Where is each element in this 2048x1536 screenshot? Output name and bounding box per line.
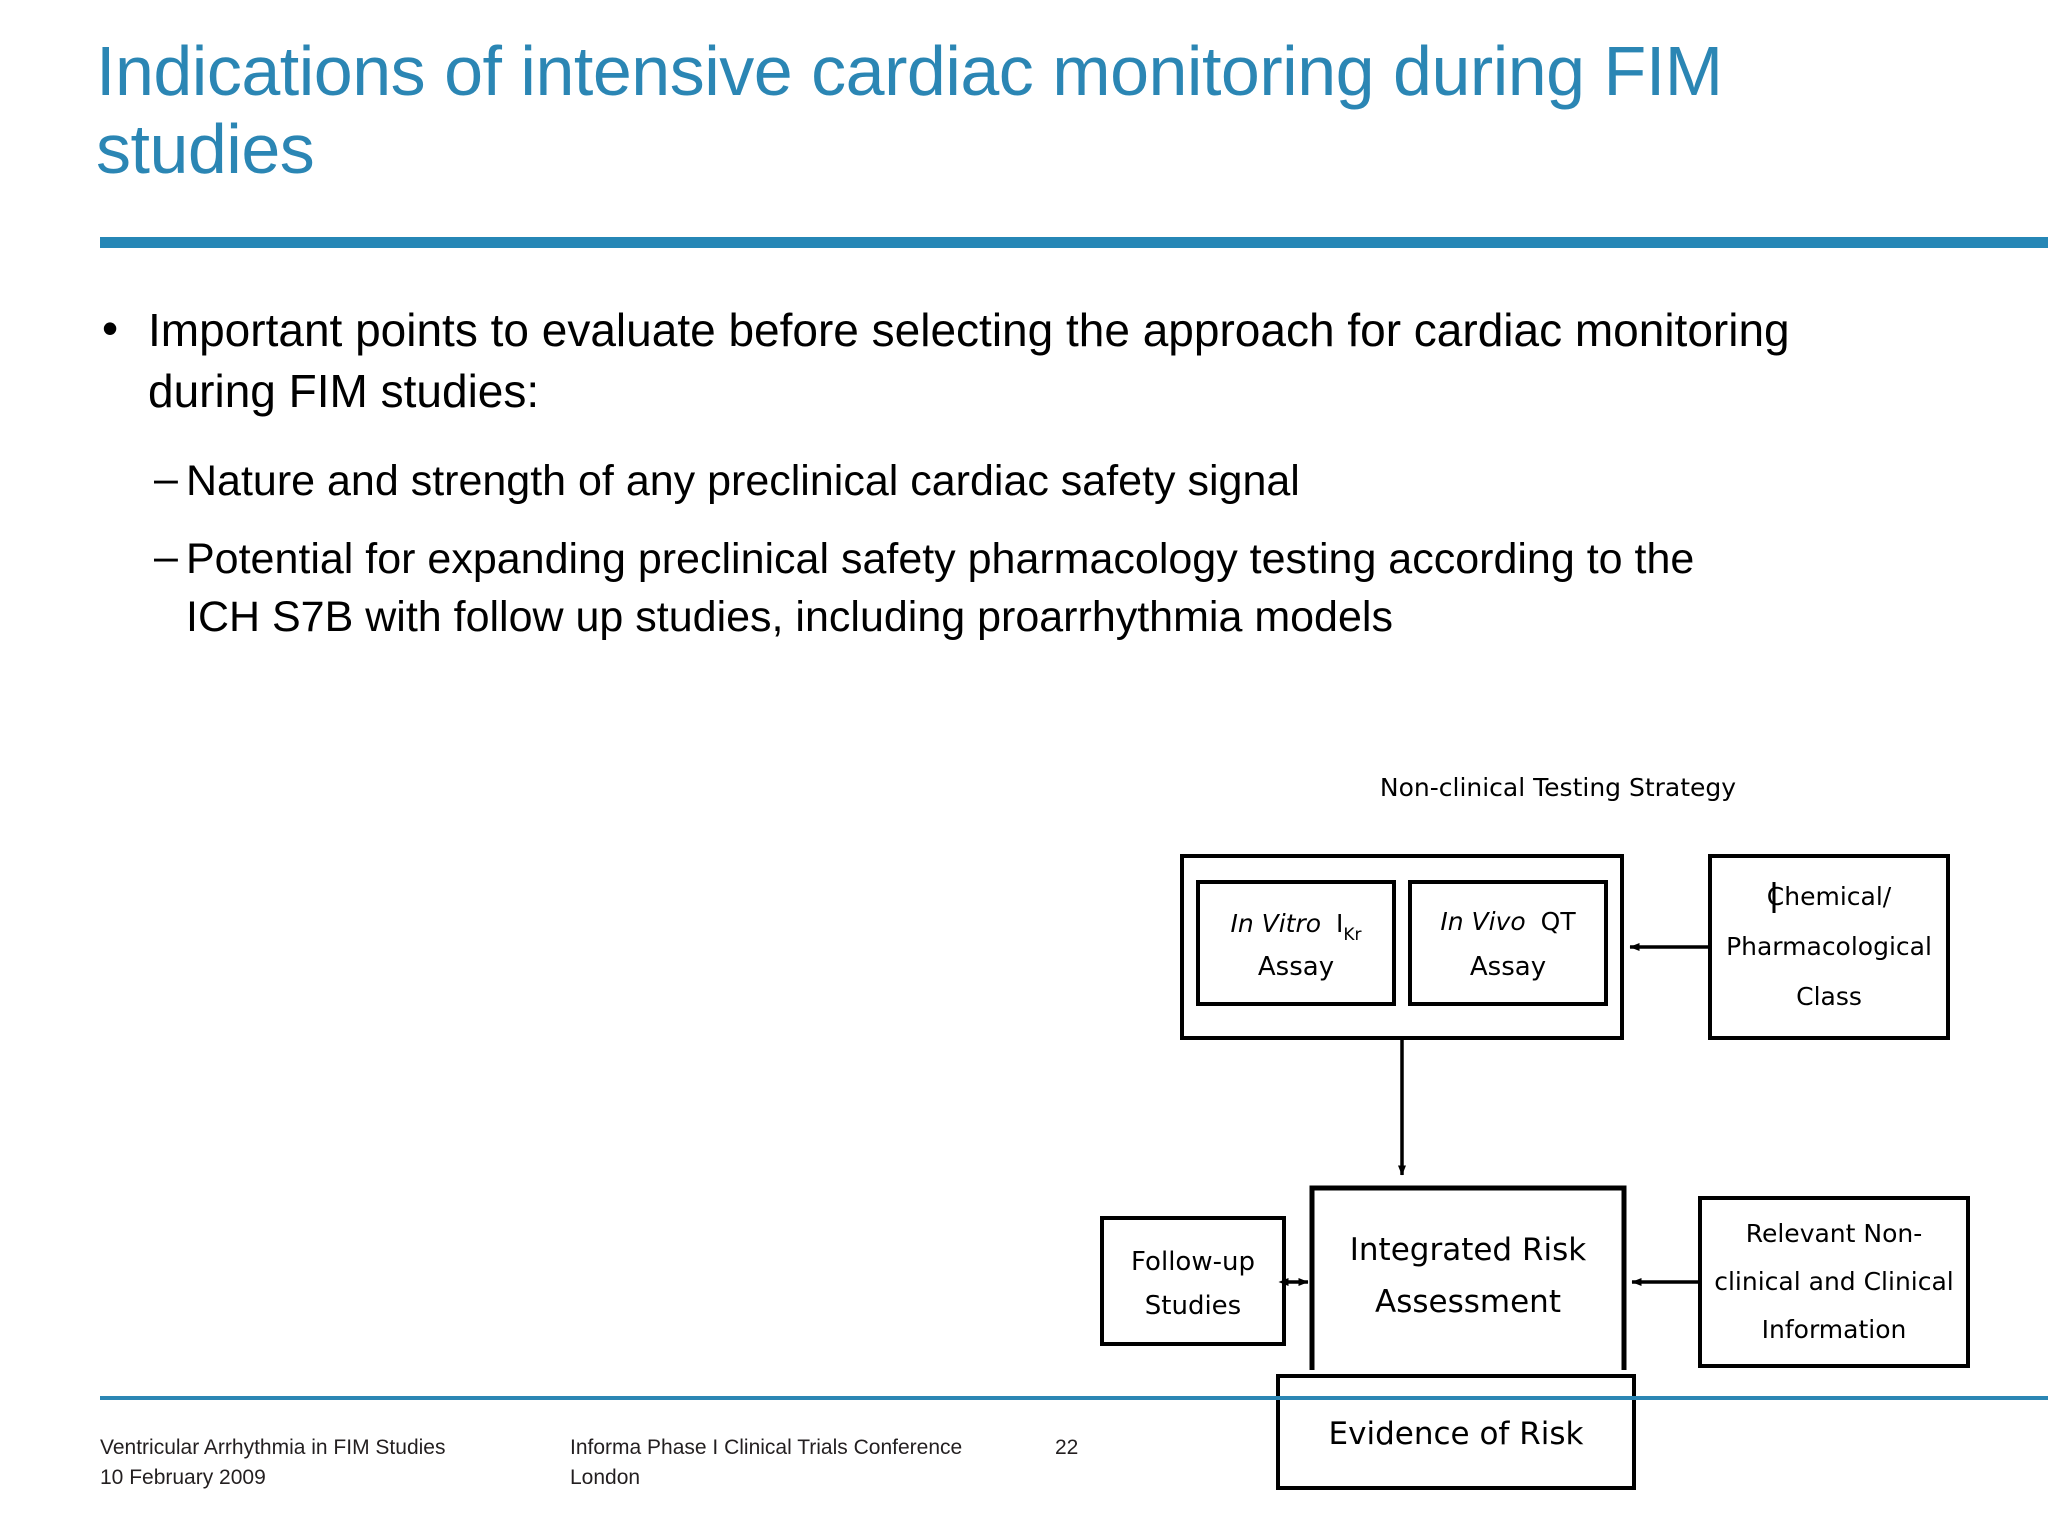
in-vitro-assay-line2: Assay [1258,952,1334,982]
in-vitro-italic-text: In Vitro [1230,909,1321,938]
followup-studies-line1: Follow-up [1131,1247,1255,1277]
evidence-of-risk-box [1276,1374,1636,1490]
title-block: Indications of intensive cardiac monitor… [96,32,1896,189]
in-vitro-current-symbol: I [1336,909,1343,938]
bullet-level2-text: Nature and strength of any preclinical c… [186,457,1300,506]
in-vitro-subscript-kr: Kr [1343,925,1361,945]
integrated-risk-line2: Assessment [1375,1284,1561,1320]
relevant-info-line2: clinical and Clinical [1714,1267,1954,1296]
dash-marker-icon: – [154,455,178,504]
slide-footer: Ventricular Arrhythmia in FIM Studies 10… [0,1425,2048,1536]
chemical-class-line1: Chemical/ [1767,882,1892,911]
in-vivo-qt-assay-box [1408,880,1608,1006]
body-content: • Important points to evaluate before se… [96,300,1926,666]
title-divider-rule [100,237,2048,248]
integrated-risk-line1: Integrated Risk [1350,1232,1586,1268]
chemical-class-line3: Class [1796,982,1862,1011]
integrated-risk-assessment-box [1309,1185,1627,1370]
bullet-level2-text: Potential for expanding preclinical safe… [186,535,1695,642]
diagram-caption-text: Non-clinical Testing Strategy [1380,773,1736,802]
diagram-caption: Non-clinical Testing Strategy [1380,773,1736,802]
relevant-info-line1: Relevant Non- [1746,1219,1923,1248]
followup-studies-box [1100,1216,1286,1346]
evidence-of-risk-label: Evidence of Risk [1329,1416,1584,1452]
relevant-information-box [1698,1196,1970,1368]
footer-page-number: 22 [1055,1436,1079,1459]
bullet-level2: – Potential for expanding preclinical sa… [154,530,1926,646]
bullet-level2: – Nature and strength of any preclinical… [154,452,1926,510]
chemical-pharmacological-class-box [1708,854,1950,1040]
footer-presentation-info: Ventricular Arrhythmia in FIM Studies 10… [100,1436,446,1489]
in-vitro-assay-line1: In Vitro IKr [1230,909,1361,945]
page-title: Indications of intensive cardiac monitor… [96,32,1723,189]
in-vitro-ikr-assay-box [1196,880,1396,1006]
footer-conference-info: Informa Phase I Clinical Trials Conferen… [570,1436,963,1489]
in-vivo-italic-text: In Vivo [1440,907,1525,936]
followup-studies-line2: Studies [1145,1291,1241,1321]
in-vivo-qt-text: QT [1541,907,1577,936]
non-clinical-testing-strategy-diagram: Non-clinical Testing Strategy In Vitro I… [1090,770,2048,1490]
in-vivo-assay-line2: Assay [1470,952,1546,982]
bullet-marker-icon: • [102,302,119,354]
footer-divider-rule [100,1396,2048,1400]
bullet-level1: • Important points to evaluate before se… [96,300,1926,422]
sub-bullet-list: – Nature and strength of any preclinical… [96,452,1926,646]
in-vivo-assay-line1: In Vivo QT [1440,907,1576,936]
bullet-level1-text: Important points to evaluate before sele… [148,304,1790,418]
chemical-class-line2: Pharmacological [1726,932,1932,961]
relevant-info-line3: Information [1762,1315,1907,1344]
dash-marker-icon: – [154,533,178,582]
